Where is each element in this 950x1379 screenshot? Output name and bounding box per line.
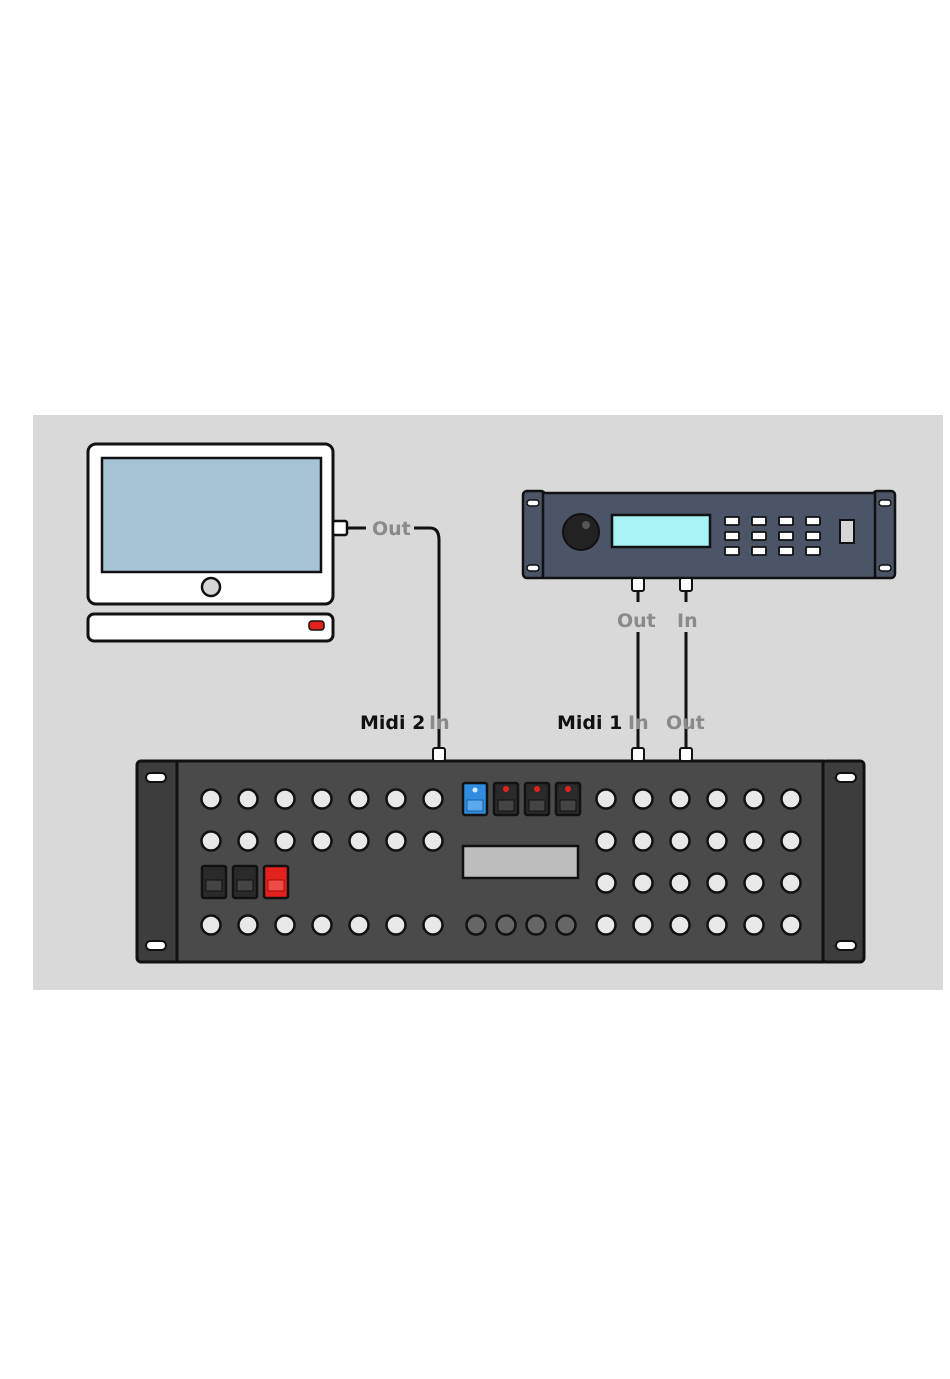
rack-knob-icon <box>745 874 764 893</box>
rack-knob-icon <box>745 832 764 851</box>
synth-knob-marker <box>582 521 590 529</box>
rack-knob-icon <box>424 916 443 935</box>
monitor-screen <box>102 458 321 572</box>
computer-out-port <box>333 521 347 535</box>
rack-knob-icon <box>597 832 616 851</box>
rack-knob-icon <box>782 790 801 809</box>
synth-out-port <box>632 578 644 591</box>
synth-ear-hole <box>879 565 891 571</box>
rack-knob-icon <box>745 790 764 809</box>
rack-knob-icon <box>708 790 727 809</box>
rack-knob-icon <box>634 832 653 851</box>
rack-knob-icon <box>467 916 486 935</box>
rack-knob-icon <box>708 874 727 893</box>
rack-knob-icon <box>239 916 258 935</box>
rack-display <box>463 846 578 878</box>
rack-knob-icon <box>634 790 653 809</box>
rack-knob-icon <box>424 790 443 809</box>
rack-knob-icon <box>276 916 295 935</box>
synth-ear-hole <box>879 500 891 506</box>
rack-knob-icon <box>745 916 764 935</box>
rack-knob-icon <box>239 790 258 809</box>
rack-ear-hole <box>836 941 856 950</box>
synth-ear-hole <box>527 500 539 506</box>
midi1-in-port <box>632 748 644 761</box>
blue-step-button-cap <box>467 800 483 811</box>
synth-knob-icon <box>563 514 599 550</box>
rack-knob-icon <box>671 832 690 851</box>
rack-knob-icon <box>387 916 406 935</box>
rack-knob-icon <box>634 874 653 893</box>
rack-knob-icon <box>708 916 727 935</box>
midi2-in-port <box>433 748 445 761</box>
red-record-button-cap <box>268 880 284 891</box>
rack-knob-icon <box>350 916 369 935</box>
rack-knob-icon <box>708 832 727 851</box>
rack-knob-icon <box>313 916 332 935</box>
rack-knob-icon <box>634 916 653 935</box>
rack-knob-icon <box>424 832 443 851</box>
blue-step-led-icon <box>473 788 478 793</box>
midi1-in-label: In <box>628 712 649 734</box>
monitor-power-button-icon <box>202 578 220 596</box>
rack-knob-icon <box>782 874 801 893</box>
rack-knob-icon <box>597 874 616 893</box>
rack-knob-icon <box>597 916 616 935</box>
rack-knob-icon <box>276 832 295 851</box>
synth-ear-hole <box>527 565 539 571</box>
rack-ear-right <box>822 761 864 962</box>
rack-knob-icon <box>497 916 516 935</box>
rack-knob-icon <box>557 916 576 935</box>
rack-knob-icon <box>202 832 221 851</box>
rack-knob-icon <box>202 790 221 809</box>
rack-ear-left <box>137 761 179 962</box>
rack-knob-icon <box>350 832 369 851</box>
rack-knob-icon <box>671 790 690 809</box>
synth-in-port <box>680 578 692 591</box>
rack-knob-icon <box>276 790 295 809</box>
rack-knob-icon <box>202 916 221 935</box>
midi2-in-label: In <box>429 712 450 734</box>
midi1-title: Midi 1 <box>557 712 622 734</box>
rack-ear-hole <box>146 773 166 782</box>
rack-knob-icon <box>387 790 406 809</box>
synth-power-switch-icon <box>840 520 854 543</box>
rack-knob-icon <box>782 916 801 935</box>
rack-knob-icon <box>597 790 616 809</box>
midi1-out-label: Out <box>666 712 705 734</box>
synth-display <box>612 515 710 547</box>
rack-knob-icon <box>782 832 801 851</box>
rack-ear-hole <box>146 941 166 950</box>
rack-knob-icon <box>527 916 546 935</box>
rack-knob-icon <box>350 790 369 809</box>
synth-out-label: Out <box>617 610 656 632</box>
rack-ear-hole <box>836 773 856 782</box>
computer-led-icon <box>309 621 324 630</box>
synth-in-label: In <box>677 610 698 632</box>
step-button-group <box>494 783 580 815</box>
rack-knob-icon <box>239 832 258 851</box>
midi2-title: Midi 2 <box>360 712 425 734</box>
sequencer-icon <box>137 748 864 962</box>
sound-module-icon <box>523 491 895 591</box>
rack-knob-icon <box>387 832 406 851</box>
rack-knob-icon <box>313 790 332 809</box>
midi1-out-port <box>680 748 692 761</box>
rack-knob-icon <box>313 832 332 851</box>
computer-base <box>88 614 333 641</box>
computer-out-label: Out <box>372 518 411 540</box>
rack-knob-icon <box>671 916 690 935</box>
rack-knob-icon <box>671 874 690 893</box>
